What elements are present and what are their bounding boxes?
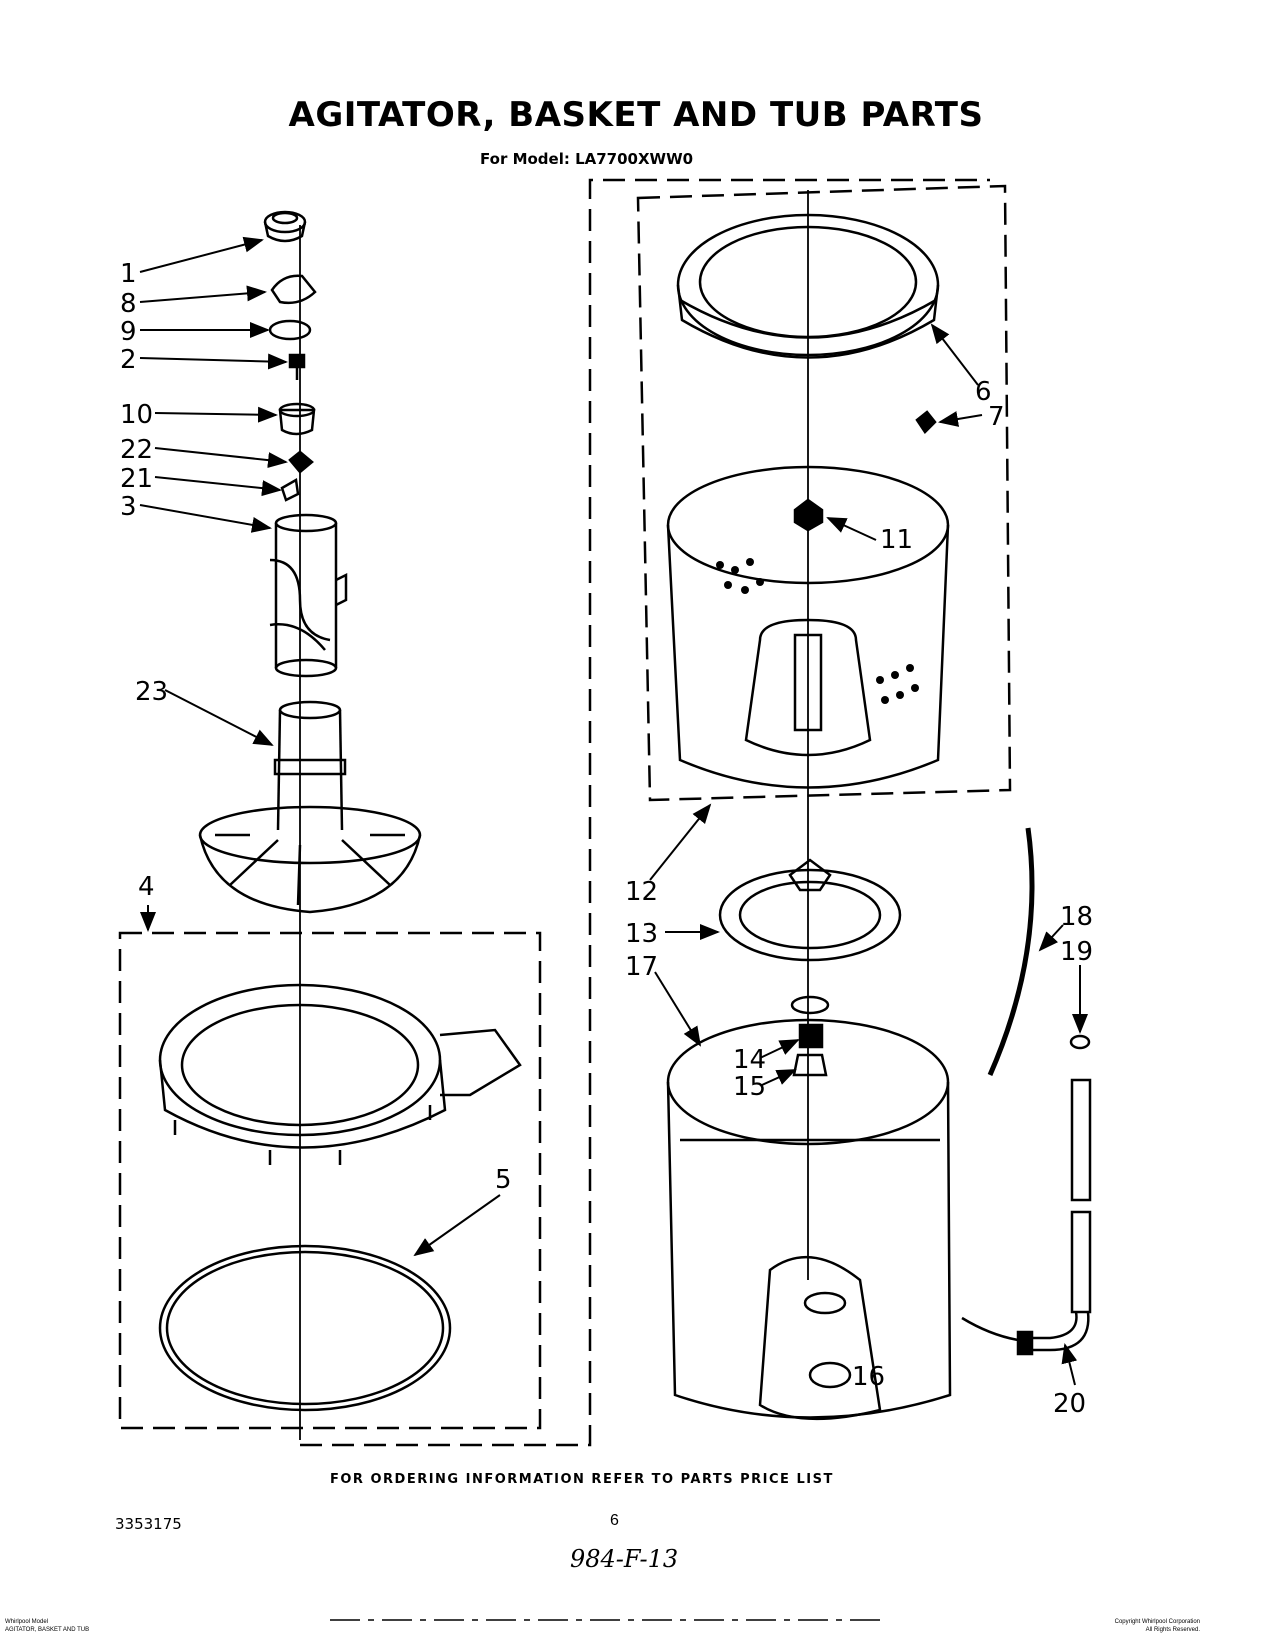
callout-23: 23 <box>135 677 168 707</box>
basket-assembly-box <box>636 184 1012 802</box>
page-title: AGITATOR, BASKET AND TUB PARTS <box>288 95 984 135</box>
agitator-barrel <box>269 513 348 678</box>
tub-ring-clip <box>915 410 937 434</box>
agitator-cam <box>270 274 317 305</box>
fill-hose <box>987 827 1035 1077</box>
callout-19: 19 <box>1060 937 1093 967</box>
model-line: For Model: LA7700XWW0 <box>480 150 694 168</box>
basket-drive-nut <box>793 498 824 532</box>
basket-tub-ring <box>676 213 940 359</box>
basket <box>666 465 950 789</box>
callout-16: 16 <box>852 1362 885 1392</box>
tub-gasket <box>158 1244 452 1412</box>
fine-print-right-line-2: All Rights Reserved. <box>1145 1627 1200 1633</box>
callout-10: 10 <box>120 400 153 430</box>
fine-print-left: Whirlpool Model AGITATOR, BASKET AND TUB <box>5 1618 89 1634</box>
agitator-cap <box>263 210 307 243</box>
callout-11: 11 <box>880 525 913 555</box>
callout-5: 5 <box>495 1165 512 1195</box>
agitator-bolt <box>288 353 306 380</box>
fine-print-left-line-1: Whirlpool Model <box>5 1619 49 1625</box>
callout-8: 8 <box>120 289 137 319</box>
callout-13: 13 <box>625 919 658 949</box>
spin-tube-parts <box>790 995 830 1077</box>
drain-hose <box>961 1078 1092 1356</box>
callout-17: 17 <box>625 952 658 982</box>
tub-ring <box>158 983 522 1165</box>
fine-print-right-line-1: Copyright Whirlpool Corporation <box>1114 1619 1200 1625</box>
dog-retainer <box>278 402 316 436</box>
callout-21: 21 <box>120 464 153 494</box>
o-ring <box>268 319 312 341</box>
callout-15: 15 <box>733 1072 766 1102</box>
agitator-dog <box>288 450 314 474</box>
leader-lines <box>139 236 1088 1386</box>
fine-print-right: Copyright Whirlpool Corporation All Righ… <box>1000 1618 1200 1634</box>
callout-4: 4 <box>138 872 155 902</box>
hose-clamp <box>1069 1034 1091 1050</box>
basket-connector-box <box>300 178 990 1447</box>
callout-14: 14 <box>733 1045 766 1075</box>
fine-print-left-line-2: AGITATOR, BASKET AND TUB <box>5 1627 90 1633</box>
outer-tub <box>666 1018 952 1421</box>
callout-7: 7 <box>988 402 1005 432</box>
callout-6: 6 <box>975 377 992 407</box>
basket-perforations <box>716 558 919 704</box>
handwritten-note: 984-F-13 <box>570 1545 679 1573</box>
ordering-note: FOR ORDERING INFORMATION REFER TO PARTS … <box>330 1472 834 1487</box>
callout-1: 1 <box>120 259 137 289</box>
tub-ring-box <box>118 931 542 1430</box>
page-number: 6 <box>610 1512 619 1529</box>
callout-3: 3 <box>120 492 137 522</box>
document-number: 3353175 <box>115 1515 182 1533</box>
agitator-base <box>198 700 422 914</box>
callout-labels: 1 8 9 2 10 22 21 3 23 4 5 6 7 11 12 13 1… <box>120 259 1093 1419</box>
callout-12: 12 <box>625 877 658 907</box>
spring <box>280 478 300 502</box>
callout-22: 22 <box>120 435 153 465</box>
callout-2: 2 <box>120 345 137 375</box>
callout-20: 20 <box>1053 1389 1086 1419</box>
callout-9: 9 <box>120 317 137 347</box>
basket-drive-hub <box>718 858 902 962</box>
callout-18: 18 <box>1060 902 1093 932</box>
